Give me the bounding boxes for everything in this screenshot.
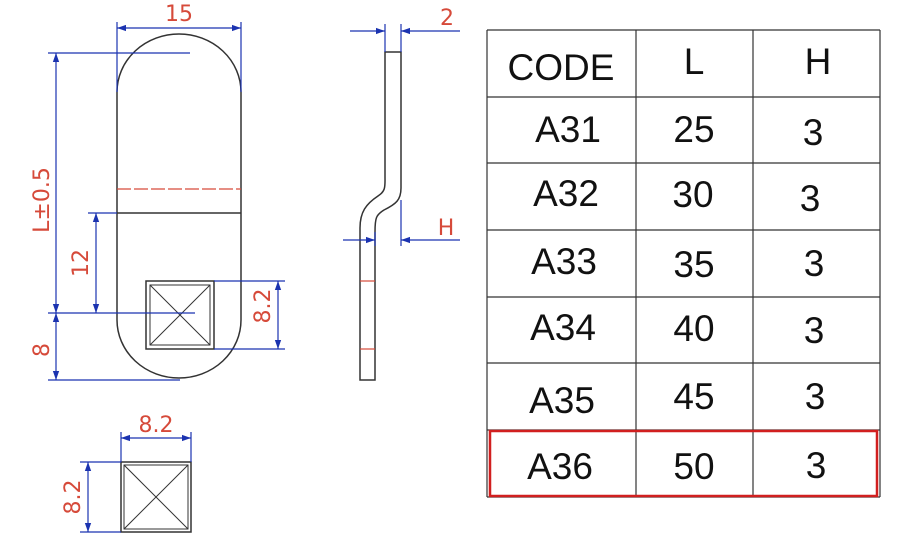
table-cell-h: 3	[804, 243, 825, 284]
table-header-h: H	[805, 41, 832, 82]
table-cell-l: 25	[673, 109, 714, 150]
length-dimension-label: L±0.5	[30, 167, 55, 233]
detail-width-label: 8.2	[139, 413, 174, 438]
cam-outline	[116, 33, 242, 379]
table-cell-l: 30	[672, 174, 713, 215]
table-cell-code: A33	[531, 241, 597, 282]
table-cell-code: A34	[530, 307, 596, 348]
offset-height-label: H	[438, 216, 455, 241]
square-dimension-label: 8.2	[251, 289, 276, 324]
highlighted-row-border	[488, 429, 879, 498]
table-cell-code: A31	[535, 109, 601, 150]
table-cell-l: 40	[673, 308, 714, 349]
square-hole	[145, 280, 215, 350]
table-cell-h: 3	[800, 178, 821, 219]
detail-square-inner	[123, 464, 189, 530]
offset-dimension-label: 12	[69, 249, 94, 277]
square-hole-cross-b	[149, 284, 211, 346]
table-cell-l: 35	[673, 244, 714, 285]
table-cell-l: 50	[673, 446, 714, 487]
table-cell-h: 3	[805, 376, 826, 417]
front-view: 15 L±0.5 12 8 8.2	[30, 2, 285, 381]
table-cell-code: A35	[529, 380, 595, 421]
detail-height-label: 8.2	[61, 480, 86, 515]
detail-view: 8.2 8.2	[61, 413, 192, 533]
detail-cross-b	[123, 464, 189, 530]
table-cell-code: A32	[533, 173, 599, 214]
table-cell-h: 3	[806, 445, 827, 486]
width-dimension-label: 15	[165, 2, 193, 27]
table-cell-h: 3	[803, 112, 824, 153]
table-cell-code: A36	[527, 446, 593, 487]
thickness-dimension-label: 2	[440, 6, 454, 31]
table-header-code: CODE	[508, 47, 615, 88]
bottom-dimension-label: 8	[30, 343, 55, 357]
side-profile	[359, 51, 402, 381]
square-hole-inner	[149, 284, 211, 346]
detail-square	[120, 461, 192, 533]
table-cell-h: 3	[804, 310, 825, 351]
table-header-l: L	[684, 41, 705, 82]
side-view: 2 H	[343, 6, 460, 381]
spec-table: CODE L H A31 25 3 A32 30 3 A33 35 3 A34 …	[486, 29, 881, 498]
table-cell-l: 45	[673, 376, 714, 417]
